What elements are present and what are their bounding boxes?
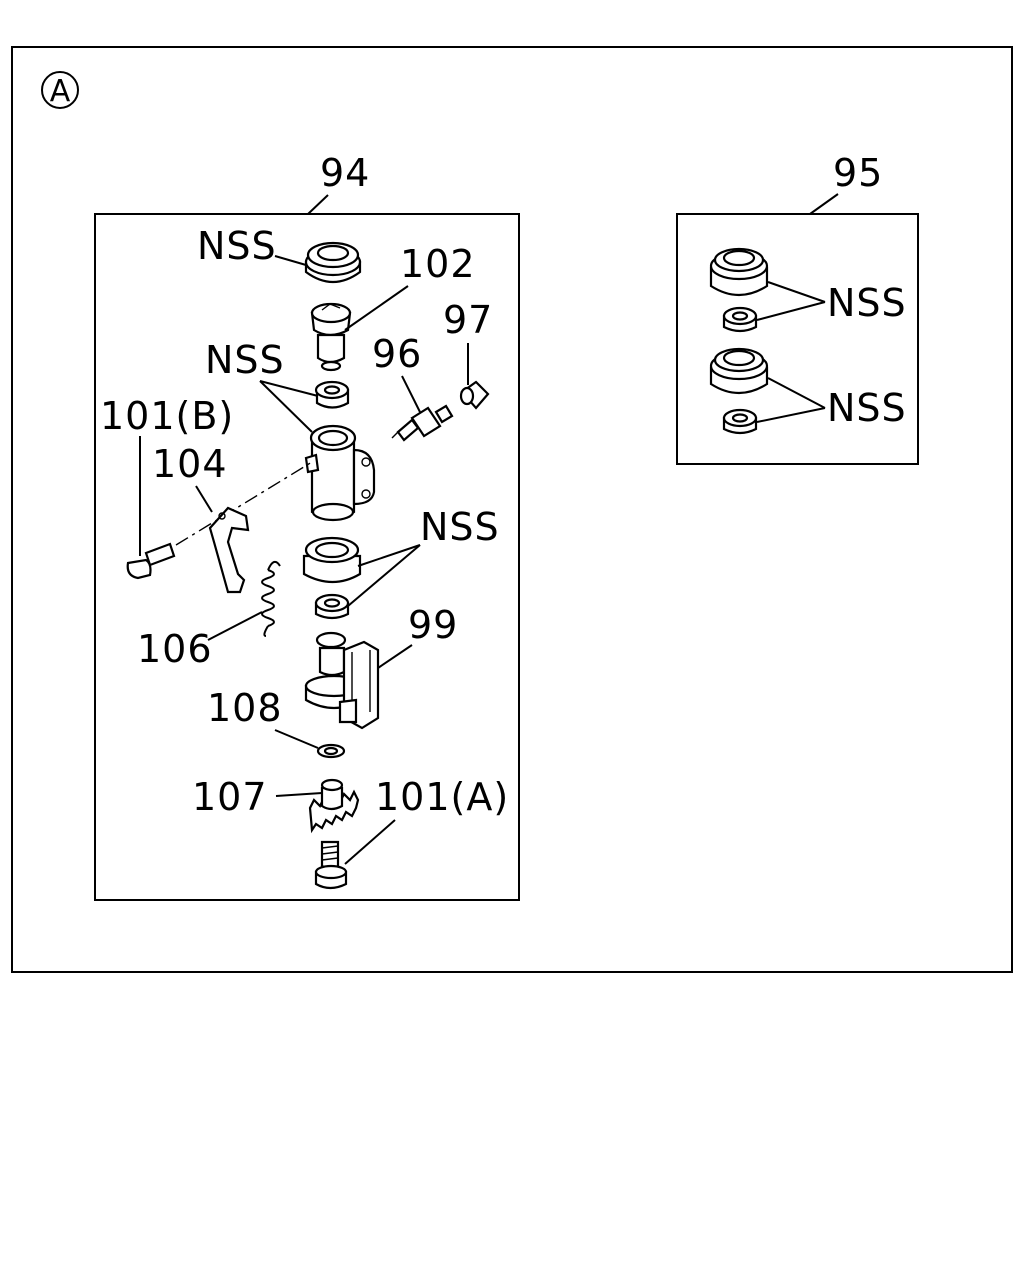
part-101a-screw [314,840,348,890]
small-ring-95-b [722,408,758,435]
cylinder-body [304,424,376,522]
label-97: 97 [443,298,493,342]
seal-cup-lower [302,536,362,584]
label-96: 96 [372,332,422,376]
view-marker: A [41,71,79,109]
label-108: 108 [207,686,283,730]
small-ring-95-a [722,306,758,333]
part-108-washer [316,743,346,759]
group-95-box [676,213,919,465]
label-99: 99 [408,603,458,647]
seal-cup-top [304,241,362,284]
label-101b: 101(B) [100,394,234,438]
small-ring-upper [314,380,350,409]
label-101a: 101(A) [375,775,509,819]
label-106: 106 [137,627,213,671]
svg-text:A: A [50,74,71,109]
label-nss-mid: NSS [205,338,285,382]
group-94-box [94,213,520,901]
label-102: 102 [400,242,476,286]
label-nss-top: NSS [197,224,277,268]
part-96-bleeder [391,404,454,442]
group-95-label: 95 [833,151,883,195]
part-106-spring [261,560,281,637]
label-nss-95-a: NSS [827,281,907,325]
part-102-piston [310,302,352,372]
part-107-gear [308,778,360,834]
label-104: 104 [152,442,228,486]
part-101b-bolt [126,542,176,580]
group-94-label: 94 [320,151,370,195]
seal-cup-95-a [709,247,769,297]
label-107: 107 [192,775,268,819]
seal-cup-95-b [709,347,769,395]
part-104-lever [208,506,250,594]
label-nss-lower: NSS [420,505,500,549]
part-99-valve [304,631,380,730]
small-ring-lower [314,593,350,620]
label-nss-95-b: NSS [827,386,907,430]
outer-frame [11,46,1013,973]
part-97-cap [459,380,490,410]
